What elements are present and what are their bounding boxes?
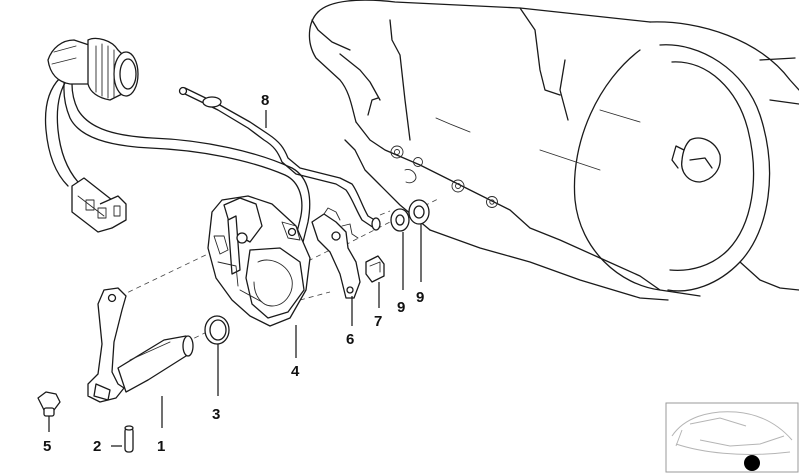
selector-shaft: [87, 287, 194, 403]
wiring-harness: [44, 65, 311, 243]
callout-8: 8: [261, 92, 269, 109]
callout-labels: 1 2 3 4 5 6 7 8 9 9: [43, 92, 424, 455]
shift-rod: [178, 86, 381, 231]
callout-1: 1: [157, 438, 165, 455]
callout-9a: 9: [397, 299, 405, 316]
vehicle-locator-thumbnail: [665, 402, 799, 473]
bolt: [37, 391, 61, 417]
leader-lines: [48, 110, 422, 447]
retaining-clip: [365, 255, 385, 283]
callout-2: 2: [93, 438, 101, 455]
callout-4: 4: [291, 363, 300, 380]
callout-6: 6: [346, 331, 354, 348]
pin: [124, 425, 134, 453]
nut-b: [408, 199, 430, 225]
alignment-lines: [111, 197, 441, 351]
selector-switch: [207, 195, 311, 327]
callout-7: 7: [374, 313, 382, 330]
detent-plate: [311, 207, 361, 299]
flat-plug-connector: [71, 177, 127, 233]
o-ring: [204, 315, 230, 345]
transmission-housing: [308, 0, 799, 301]
round-plug-connector: [47, 37, 139, 101]
callout-3: 3: [212, 406, 220, 423]
callout-5: 5: [43, 438, 51, 455]
callout-9b: 9: [416, 289, 424, 306]
nut-a: [390, 208, 410, 232]
location-marker-icon: [744, 455, 760, 471]
